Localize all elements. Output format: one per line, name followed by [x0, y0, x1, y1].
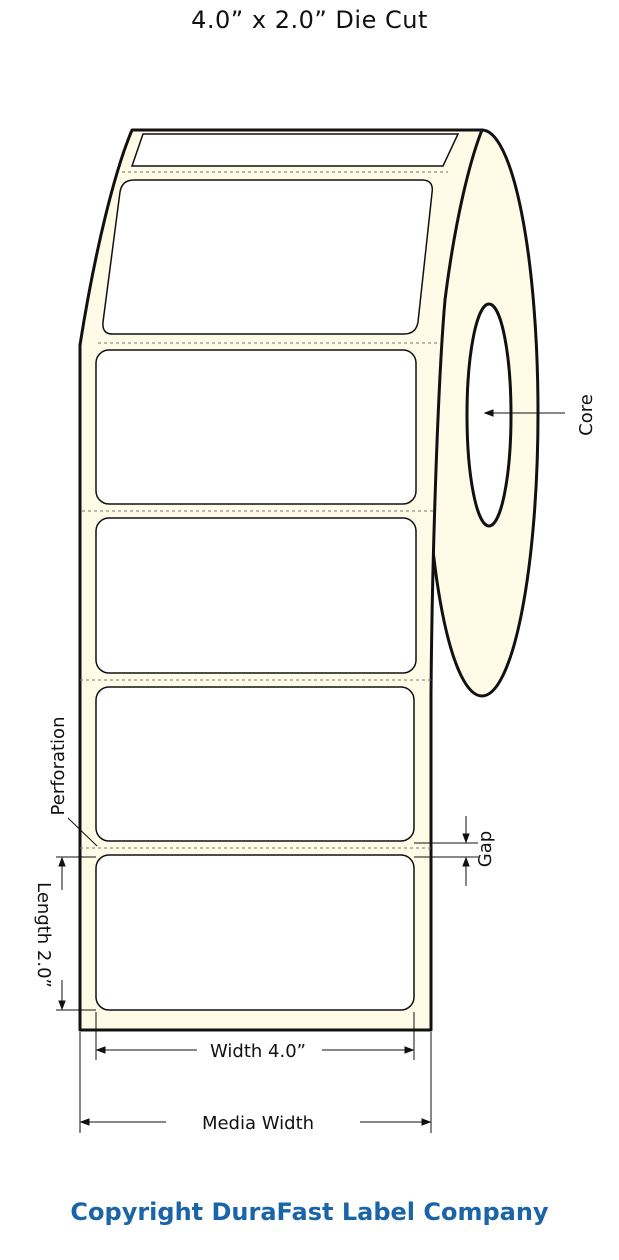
- die-cut-labels: [95, 133, 460, 1011]
- label-3: [95, 517, 417, 674]
- perforation-label: Perforation: [48, 717, 69, 816]
- media-width-label: Media Width: [202, 1113, 314, 1134]
- width-label: Width 4.0”: [210, 1041, 306, 1062]
- gap-label: Gap: [475, 831, 496, 867]
- label-1: [102, 179, 434, 335]
- label-5: [95, 854, 415, 1011]
- media-width-dimension: [79, 1032, 432, 1133]
- core-pointer: [483, 409, 565, 417]
- length-dimension: [56, 856, 96, 1011]
- label-2: [95, 349, 417, 505]
- width-dimension: [95, 1012, 415, 1060]
- label-top-partial: [130, 133, 460, 167]
- page-title: 4.0” x 2.0” Die Cut: [191, 6, 428, 34]
- core-label: Core: [576, 394, 597, 436]
- length-label: Length 2.0”: [33, 882, 54, 988]
- copyright-footer: Copyright DuraFast Label Company: [70, 1198, 549, 1226]
- perforation-pointer: [67, 817, 98, 847]
- label-4: [95, 686, 415, 842]
- gap-dimension: [414, 816, 478, 886]
- perforation-lines: [80, 171, 448, 849]
